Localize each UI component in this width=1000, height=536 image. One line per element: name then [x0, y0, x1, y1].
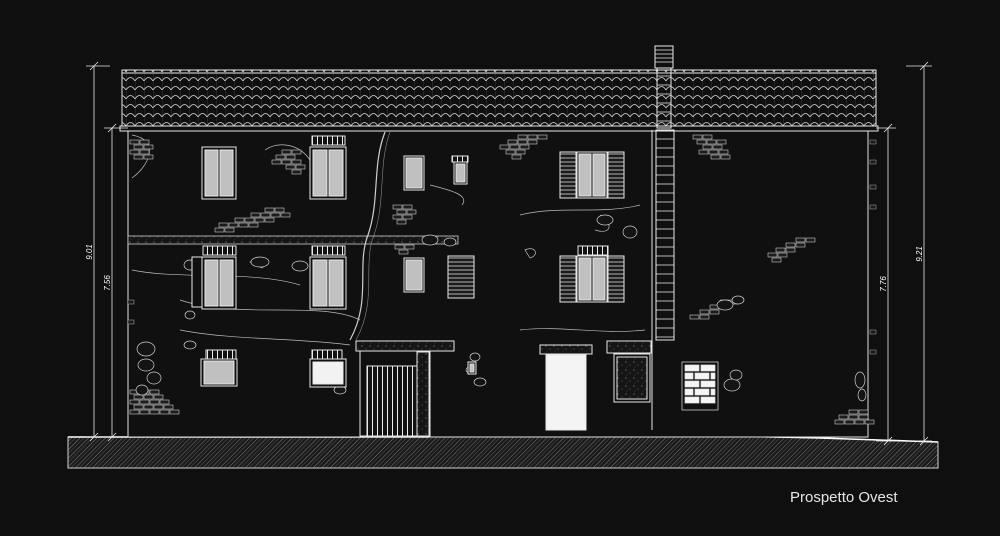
- window-upper-shutters: [559, 151, 625, 199]
- chimney: [651, 45, 675, 430]
- roof-eave: [119, 125, 879, 132]
- window-mid-1: [191, 245, 237, 310]
- brick-window: [681, 361, 719, 411]
- window-upper-tiny: [451, 155, 469, 185]
- window-upper-small: [403, 155, 425, 191]
- window-mid-louvre: [447, 255, 475, 299]
- dim-label-left-inner: 7.56: [103, 275, 112, 291]
- stones: [135, 214, 867, 402]
- drawing-title: Prospetto Ovest: [790, 489, 898, 506]
- corner-quoins: [127, 139, 877, 355]
- window-mid-2: [309, 245, 347, 310]
- dim-label-left-outer: 9.01: [85, 244, 94, 260]
- window-upper-2: [309, 135, 347, 200]
- window-ground-2: [309, 349, 347, 388]
- window-mid-shutters: [559, 245, 625, 303]
- dimension-left-outer: [86, 61, 110, 442]
- window-mid-small: [403, 257, 425, 293]
- dimension-left-inner: [104, 123, 128, 442]
- floor-beam: [127, 235, 459, 245]
- main-door: [359, 350, 431, 437]
- dimension-right-inner: [876, 123, 896, 446]
- dimension-right-outer: [906, 61, 932, 446]
- dim-label-right-inner: 7.76: [879, 276, 888, 292]
- small-vent: [467, 361, 477, 375]
- door-canopy: [355, 340, 455, 352]
- facade-wall: [127, 129, 869, 438]
- window-upper-1: [201, 146, 237, 200]
- side-door: [539, 344, 593, 431]
- dim-label-right-outer: 9.21: [915, 246, 924, 262]
- roof-tiles: [121, 69, 877, 129]
- side-window: [606, 340, 652, 403]
- wall-crack: [349, 131, 386, 341]
- window-ground-1: [200, 349, 238, 387]
